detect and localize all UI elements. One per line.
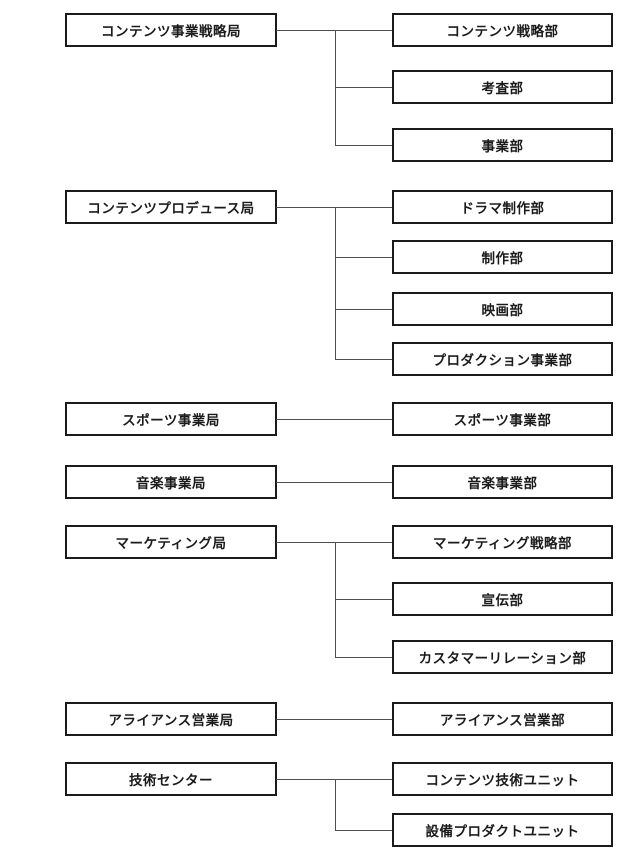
department-box-7-1: コンテンツ技術ユニット xyxy=(392,762,613,796)
department-box-2-3: 映画部 xyxy=(392,292,613,326)
connector-branch-1-3 xyxy=(335,145,392,146)
connector-h-2 xyxy=(276,207,392,208)
bureau-box-7: 技術センター xyxy=(65,762,277,796)
department-box-2-2: 制作部 xyxy=(392,240,613,274)
connector-branch-2-3 xyxy=(335,309,392,310)
department-box-1-2: 考査部 xyxy=(392,70,613,104)
bureau-box-4: 音楽事業局 xyxy=(65,465,277,499)
connector-trunk-7 xyxy=(335,779,336,830)
department-box-5-2: 宣伝部 xyxy=(392,582,613,616)
connector-trunk-2 xyxy=(335,207,336,359)
department-box-5-1: マーケティング戦略部 xyxy=(392,525,613,559)
connector-h-1 xyxy=(276,30,392,31)
department-box-1-3: 事業部 xyxy=(392,128,613,162)
connector-branch-7-2 xyxy=(335,830,392,831)
bureau-box-2: コンテンツプロデュース局 xyxy=(65,190,277,224)
department-box-4-1: 音楽事業部 xyxy=(392,465,613,499)
department-box-5-3: カスタマーリレーション部 xyxy=(392,640,613,674)
connector-h-5 xyxy=(276,542,392,543)
connector-branch-5-2 xyxy=(335,599,392,600)
bureau-box-1: コンテンツ事業戦略局 xyxy=(65,13,277,47)
connector-h-6 xyxy=(276,719,392,720)
connector-h-4 xyxy=(276,482,392,483)
department-box-3-1: スポーツ事業部 xyxy=(392,402,613,436)
connector-branch-5-3 xyxy=(335,657,392,658)
department-box-7-2: 設備プロダクトユニット xyxy=(392,813,613,847)
bureau-box-3: スポーツ事業局 xyxy=(65,402,277,436)
bureau-box-6: アライアンス営業局 xyxy=(65,702,277,736)
bureau-box-5: マーケティング局 xyxy=(65,525,277,559)
connector-h-7 xyxy=(276,779,392,780)
department-box-2-1: ドラマ制作部 xyxy=(392,190,613,224)
connector-branch-1-2 xyxy=(335,87,392,88)
connector-branch-2-4 xyxy=(335,359,392,360)
department-box-6-1: アライアンス営業部 xyxy=(392,702,613,736)
department-box-2-4: プロダクション事業部 xyxy=(392,342,613,376)
department-box-1-1: コンテンツ戦略部 xyxy=(392,13,613,47)
connector-h-3 xyxy=(276,419,392,420)
connector-branch-2-2 xyxy=(335,257,392,258)
